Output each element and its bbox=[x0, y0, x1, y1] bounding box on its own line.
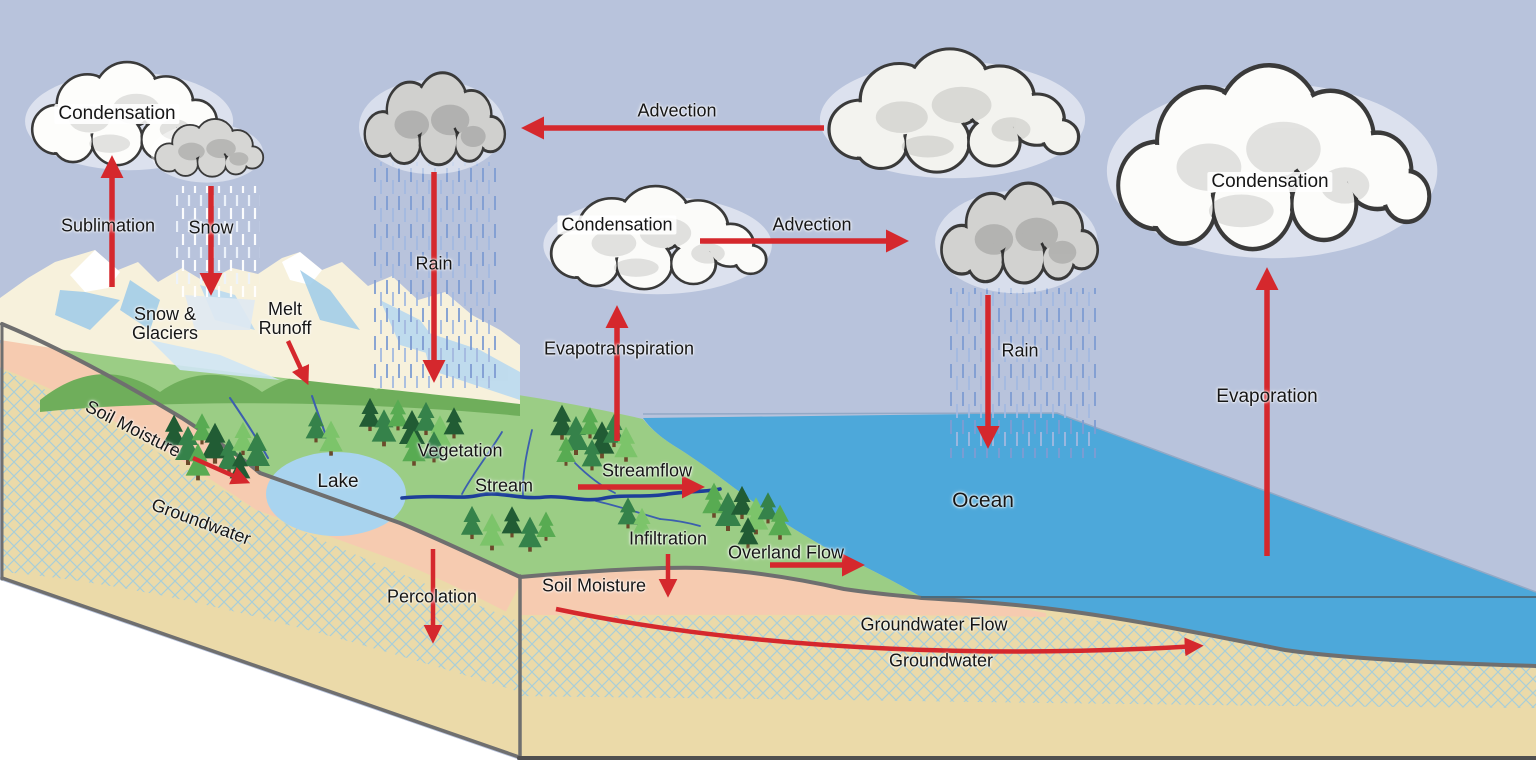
snow-streaks bbox=[176, 186, 260, 298]
page-bottom-strip bbox=[517, 760, 1536, 764]
soil-moisture-arrow bbox=[192, 455, 251, 485]
ocean-surface bbox=[643, 413, 1536, 597]
melt-runoff-arrow bbox=[285, 340, 310, 386]
rain-streaks-right bbox=[946, 288, 1096, 458]
soil-moisture-band-right bbox=[520, 568, 1046, 617]
stream-main bbox=[400, 487, 722, 502]
groundwater-flow-arrow bbox=[555, 606, 1204, 657]
ocean-front-face bbox=[921, 597, 1536, 666]
page-corner bbox=[0, 580, 517, 764]
lake-water bbox=[266, 452, 406, 536]
groundwater-hatch-left bbox=[2, 370, 520, 692]
